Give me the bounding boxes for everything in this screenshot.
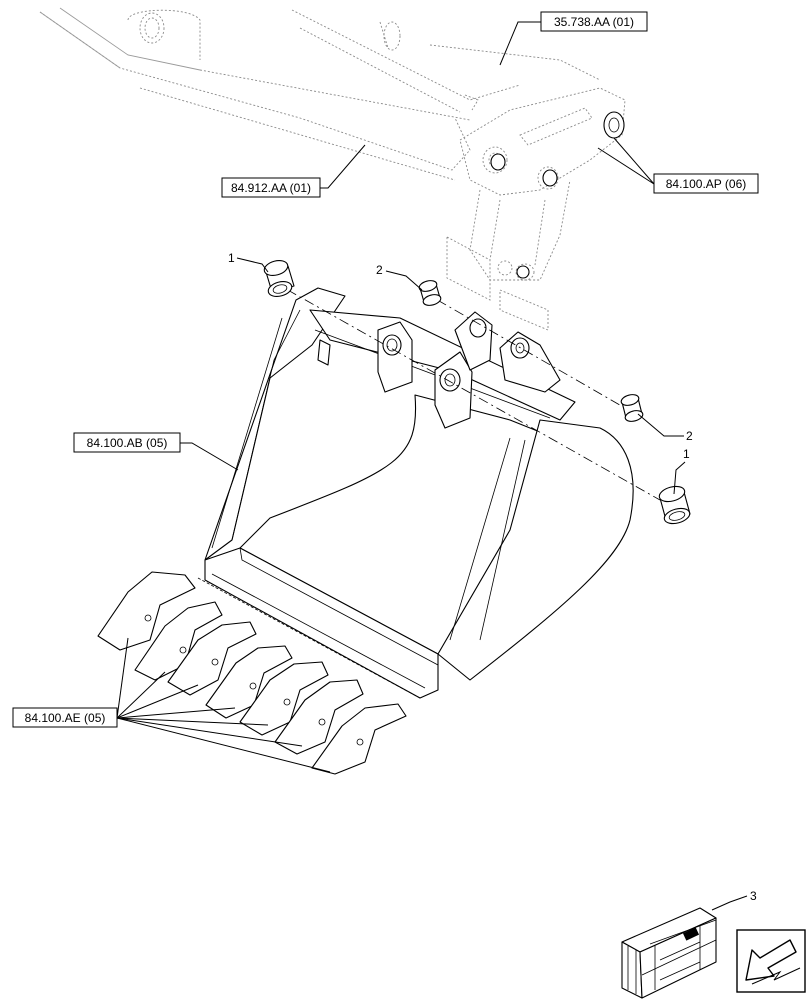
packaged-kit-icon xyxy=(621,907,717,999)
spacer-right xyxy=(620,394,644,422)
arm-assembly-ghost xyxy=(39,7,601,181)
callout-kit: 3 xyxy=(711,889,757,911)
callout-spacer-left: 2 xyxy=(376,263,423,291)
bushing-left xyxy=(263,260,295,297)
tooth-5 xyxy=(239,661,329,736)
reference-arm-label: 35.738.AA (01) xyxy=(554,15,634,29)
reference-pin[interactable]: 84.100.AP (06) xyxy=(597,137,759,194)
tooth-3 xyxy=(167,621,257,696)
pin-axis-lines xyxy=(269,279,661,501)
reference-arm[interactable]: 35.738.AA (01) xyxy=(499,11,648,66)
tooth-7 xyxy=(311,703,407,775)
callout-bushing-right: 1 xyxy=(673,447,690,495)
callout-bushing-left: 1 xyxy=(228,251,269,273)
spacer-left xyxy=(418,280,442,306)
callout-spacer-right: 2 xyxy=(637,413,693,443)
callout-2-left: 2 xyxy=(376,263,383,277)
reference-teeth-label: 84.100.AE (05) xyxy=(25,711,106,725)
callout-1-right: 1 xyxy=(683,447,690,461)
reference-pin-label: 84.100.AP (06) xyxy=(666,177,747,191)
bucket-teeth xyxy=(97,571,421,775)
reference-boom[interactable]: 84.912.AA (01) xyxy=(221,144,366,198)
tooth-4 xyxy=(205,645,293,719)
reference-bucket[interactable]: 84.100.AB (05) xyxy=(73,432,239,471)
reference-bucket-label: 84.100.AB (05) xyxy=(87,436,168,450)
reference-teeth[interactable]: 84.100.AE (05) xyxy=(12,637,331,773)
link-pins xyxy=(490,111,625,279)
bucket xyxy=(204,287,634,699)
reference-boom-label: 84.912.AA (01) xyxy=(231,181,311,195)
tooth-1 xyxy=(97,571,196,651)
tooth-2 xyxy=(134,601,223,681)
callout-3: 3 xyxy=(750,889,757,903)
back-arrow-icon[interactable] xyxy=(736,929,806,993)
link-rocker-ghost xyxy=(459,87,626,281)
bushing-right xyxy=(658,485,691,525)
callout-1-left: 1 xyxy=(228,251,235,265)
tooth-6 xyxy=(274,679,364,755)
callout-2-right: 2 xyxy=(686,429,693,443)
detail-frames xyxy=(446,236,549,331)
